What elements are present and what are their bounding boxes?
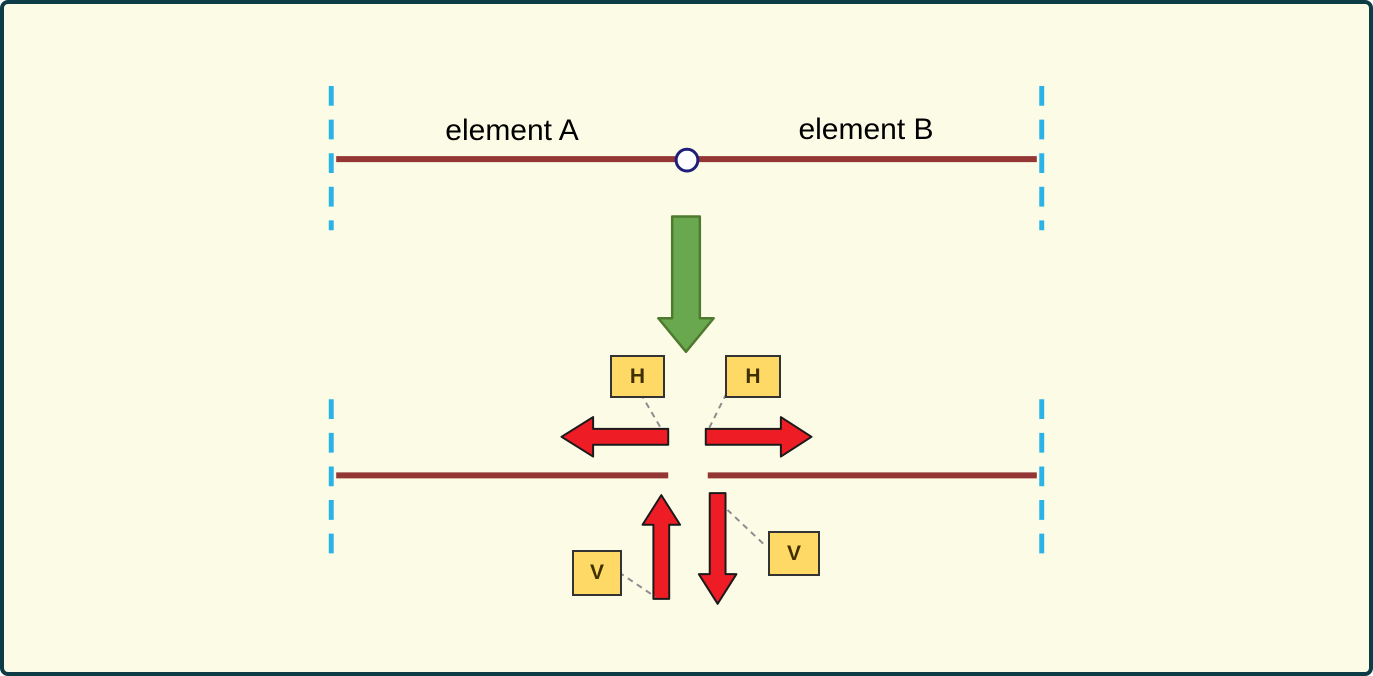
label-element-a: element A [445,114,579,147]
diagram-scene [328,86,1045,605]
release-arrow-up [641,494,682,600]
transition-down-arrow [657,215,715,354]
connector-v-left [618,571,656,598]
joint-node-circle [674,147,700,173]
release-arrow-down [697,492,738,605]
badge-horizontal-right: H [725,355,781,398]
connector-h-left [639,392,663,430]
badge-vertical-right: V [768,531,820,576]
release-arrow-left [560,416,670,458]
release-arrow-right [704,416,813,458]
badge-vertical-left: V [572,550,622,596]
connector-v-right [726,509,764,545]
connector-h-right [707,392,728,430]
label-element-b: element B [798,113,934,146]
badge-horizontal-left: H [610,355,665,398]
